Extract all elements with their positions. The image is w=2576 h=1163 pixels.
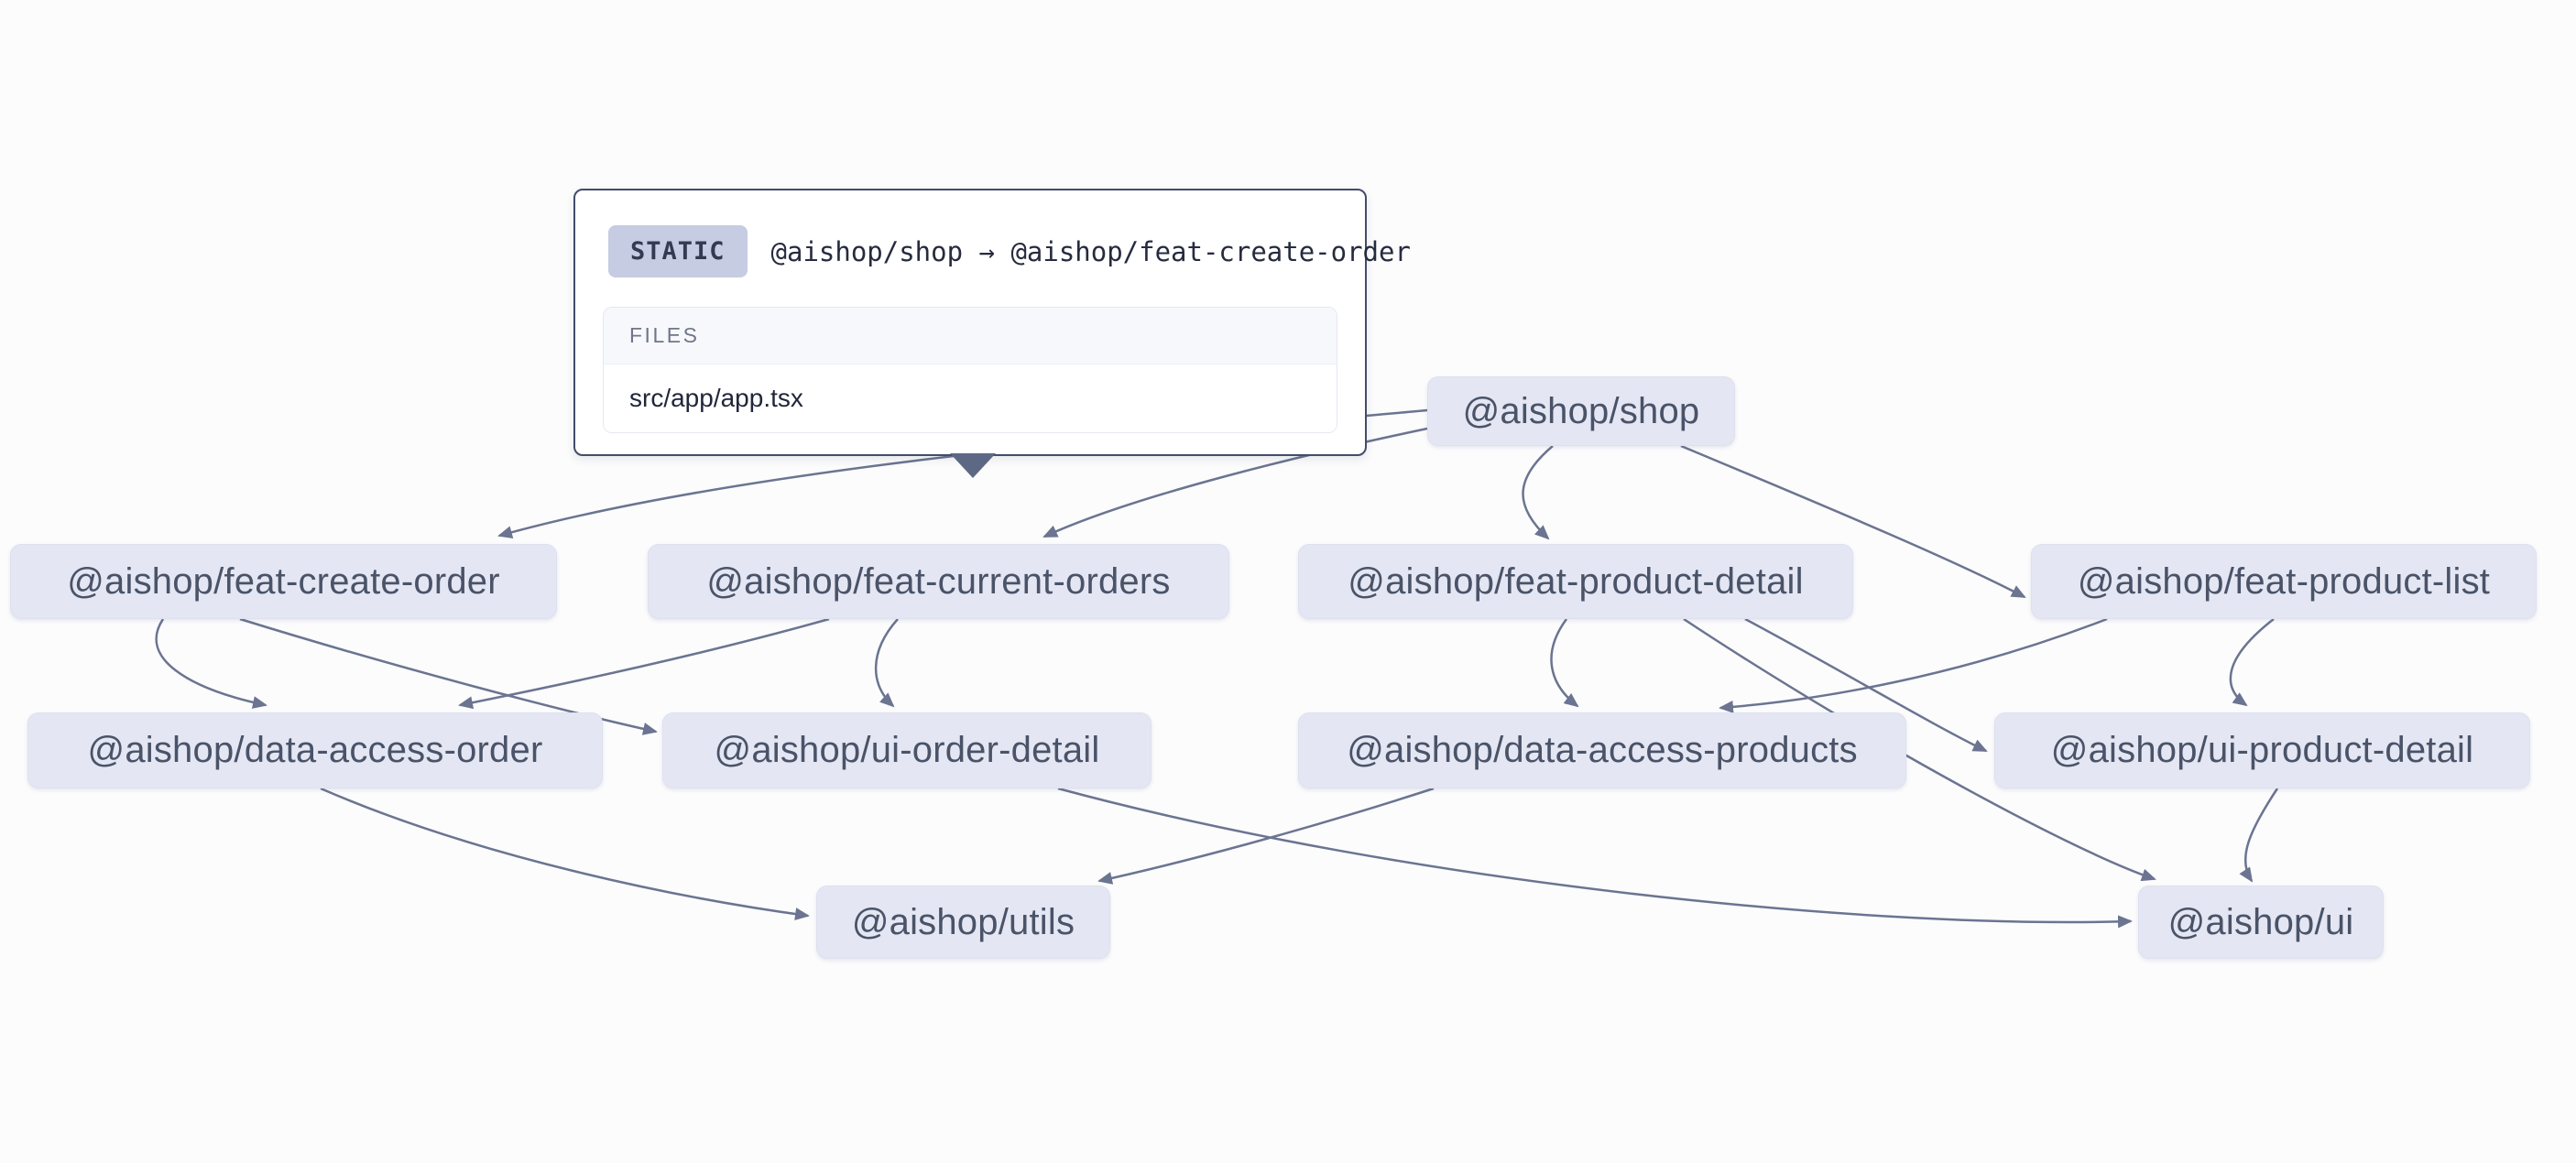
graph-node-data-access-order[interactable]: @aishop/data-access-order — [27, 712, 603, 788]
files-header: FILES — [604, 308, 1337, 364]
graph-node-feat-product-list[interactable]: @aishop/feat-product-list — [2031, 544, 2537, 619]
files-list: src/app/app.tsx — [604, 364, 1337, 432]
edge-ui-order-detail-to-ui[interactable] — [1057, 787, 2133, 929]
graph-node-data-access-products[interactable]: @aishop/data-access-products — [1298, 712, 1906, 788]
edge-tooltip: STATIC @aishop/shop → @aishop/feat-creat… — [573, 189, 1411, 456]
file-row: src/app/app.tsx — [604, 364, 1337, 432]
tooltip-pointer-icon — [950, 453, 996, 478]
edge-relation-label: @aishop/shop → @aishop/feat-create-order — [770, 235, 1411, 267]
edge-feat-create-order-to-data-access-order[interactable] — [155, 618, 267, 709]
edge-type-badge: STATIC — [608, 225, 748, 277]
graph-node-feat-create-order[interactable]: @aishop/feat-create-order — [10, 544, 557, 619]
files-panel: FILES src/app/app.tsx — [603, 307, 1337, 433]
edge-shop-to-feat-product-list[interactable] — [1680, 444, 2026, 599]
edge-feat-product-detail-to-data-access-products[interactable] — [1550, 618, 1579, 708]
graph-node-ui-product-detail[interactable]: @aishop/ui-product-detail — [1994, 712, 2530, 788]
edge-feat-current-orders-to-data-access-order[interactable] — [458, 617, 830, 710]
edge-ui-product-detail-to-ui[interactable] — [2239, 788, 2279, 883]
edge-feat-product-detail-to-ui-product-detail[interactable] — [1744, 617, 1988, 753]
graph-node-feat-product-detail[interactable]: @aishop/feat-product-detail — [1298, 544, 1853, 619]
graph-node-ui[interactable]: @aishop/ui — [2138, 886, 2384, 959]
edge-data-access-order-to-utils[interactable] — [320, 787, 810, 921]
graph-node-utils[interactable]: @aishop/utils — [816, 886, 1110, 959]
edge-feat-product-list-to-ui-product-detail[interactable] — [2229, 618, 2275, 707]
edge-shop-to-feat-product-detail[interactable] — [1522, 445, 1554, 540]
graph-node-shop[interactable]: @aishop/shop — [1427, 376, 1735, 446]
tooltip-header: STATIC @aishop/shop → @aishop/feat-creat… — [575, 190, 1411, 301]
edge-feat-current-orders-to-ui-order-detail[interactable] — [874, 618, 899, 708]
graph-node-ui-order-detail[interactable]: @aishop/ui-order-detail — [662, 712, 1152, 788]
edge-feat-create-order-to-ui-order-detail[interactable] — [239, 617, 658, 735]
edge-feat-product-list-to-data-access-products[interactable] — [1719, 617, 2108, 713]
edge-feat-product-detail-to-ui[interactable] — [1683, 617, 2156, 882]
edge-shop-to-feat-current-orders[interactable] — [1042, 427, 1428, 538]
graph-node-feat-current-orders[interactable]: @aishop/feat-current-orders — [648, 544, 1229, 619]
edge-data-access-products-to-utils[interactable] — [1097, 787, 1435, 885]
